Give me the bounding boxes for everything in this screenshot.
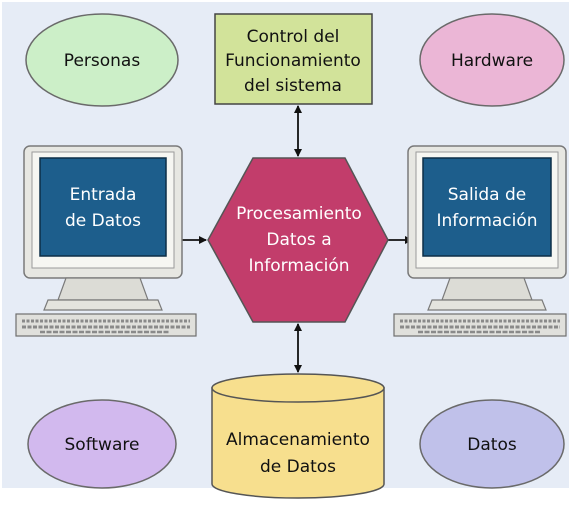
input-line1: Entrada — [70, 185, 137, 205]
output-monitor-base — [441, 277, 533, 301]
processing-hexagon: Procesamiento Datos a Información — [207, 157, 389, 323]
storage-line1: Almacenamiento — [226, 430, 370, 450]
input-line2: de Datos — [65, 211, 141, 231]
keyboard-icon — [393, 313, 567, 337]
output-line2: Información — [436, 211, 537, 231]
ellipse-software: Software — [27, 399, 177, 489]
ellipse-software-label: Software — [65, 435, 140, 455]
input-computer: Entrada de Datos — [15, 145, 197, 337]
output-screen — [422, 157, 552, 257]
ellipse-datos: Datos — [419, 399, 565, 489]
processing-line2: Datos a — [266, 230, 331, 250]
output-monitor-foot — [427, 299, 547, 311]
control-box: Control del Funcionamiento del sistema — [214, 13, 373, 105]
ellipse-hardware-label: Hardware — [451, 51, 533, 71]
control-line1: Control del — [247, 27, 340, 47]
input-monitor-base — [57, 277, 149, 301]
input-screen — [39, 157, 167, 257]
storage-line2: de Datos — [260, 457, 336, 477]
ellipse-personas: Personas — [25, 13, 179, 107]
control-line3: del sistema — [244, 76, 342, 96]
processing-line3: Información — [248, 256, 349, 276]
control-line2: Funcionamiento — [225, 51, 361, 71]
storage-cylinder: Almacenamiento de Datos — [211, 373, 385, 499]
keyboard-icon — [15, 313, 197, 337]
output-line1: Salida de — [448, 185, 527, 205]
processing-line1: Procesamiento — [236, 204, 362, 224]
ellipse-personas-label: Personas — [64, 51, 141, 71]
ellipse-hardware: Hardware — [419, 13, 565, 107]
input-monitor-foot — [43, 299, 163, 311]
output-computer: Salida de Información — [393, 145, 567, 337]
ellipse-datos-label: Datos — [467, 435, 517, 455]
